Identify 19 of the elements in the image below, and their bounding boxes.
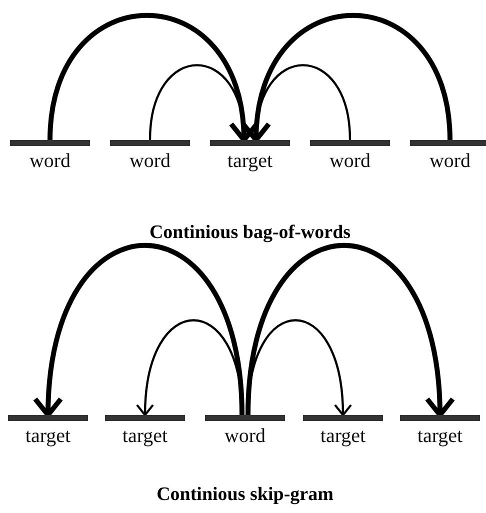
word-label: word [329, 150, 371, 172]
curved-arrow [34, 243, 244, 418]
word-label: target [122, 425, 168, 447]
diagram-caption: Continious skip-gram [156, 484, 334, 506]
word-label: word [29, 150, 71, 172]
word-slot [105, 415, 185, 447]
word-label: word [224, 425, 266, 447]
word-label: word [429, 150, 471, 172]
word-slot [210, 140, 290, 172]
word-label: target [320, 425, 366, 447]
word-label: target [227, 150, 273, 172]
word-label: word [129, 150, 171, 172]
word-slot [400, 415, 480, 447]
word-slot [303, 415, 383, 447]
word-slot [8, 415, 88, 447]
curved-arrow [246, 243, 454, 418]
word-label: target [417, 425, 463, 447]
word-label: target [25, 425, 71, 447]
diagram-caption: Continious bag-of-words [149, 222, 351, 244]
